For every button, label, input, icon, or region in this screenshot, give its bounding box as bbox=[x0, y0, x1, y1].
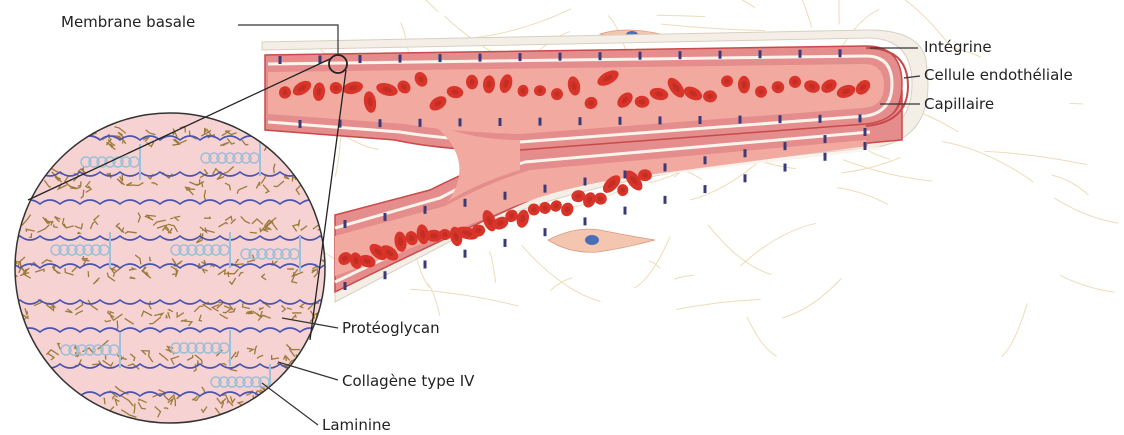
integrin-marker bbox=[744, 174, 747, 182]
integrin-marker bbox=[344, 220, 347, 228]
integrin-marker bbox=[784, 142, 787, 150]
fibroblast-cell bbox=[548, 229, 655, 252]
integrin-marker bbox=[704, 185, 707, 193]
integrin-marker bbox=[839, 49, 842, 57]
integrin-marker bbox=[679, 51, 682, 59]
integrin-marker bbox=[459, 118, 462, 126]
label-collagene: Collagène type IV bbox=[342, 372, 474, 390]
integrin-marker bbox=[539, 118, 542, 126]
leader-membrane-basale bbox=[238, 25, 338, 55]
integrin-marker bbox=[479, 54, 482, 62]
integrin-marker bbox=[664, 163, 667, 171]
integrin-marker bbox=[759, 50, 762, 58]
label-membrane-basale: Membrane basale bbox=[61, 13, 195, 31]
integrin-marker bbox=[424, 206, 427, 214]
integrin-marker bbox=[579, 117, 582, 125]
integrin-marker bbox=[719, 51, 722, 59]
integrin-marker bbox=[504, 192, 507, 200]
label-laminine: Laminine bbox=[322, 416, 391, 434]
integrin-marker bbox=[299, 120, 302, 128]
integrin-marker bbox=[584, 217, 587, 225]
integrin-marker bbox=[619, 117, 622, 125]
integrin-marker bbox=[824, 135, 827, 143]
red-blood-cell bbox=[559, 201, 575, 218]
integrin-marker bbox=[659, 116, 662, 124]
integrin-marker bbox=[399, 55, 402, 63]
integrin-marker bbox=[519, 53, 522, 61]
integrin-marker bbox=[819, 115, 822, 123]
integrin-marker bbox=[499, 118, 502, 126]
integrin-marker bbox=[864, 128, 867, 136]
integrin-marker bbox=[799, 50, 802, 58]
integrin-marker bbox=[544, 185, 547, 193]
magnified-inset bbox=[0, 113, 360, 423]
label-capillaire: Capillaire bbox=[924, 95, 994, 113]
integrin-marker bbox=[639, 52, 642, 60]
red-blood-cell bbox=[593, 191, 608, 206]
label-proteoglycan: Protéoglycan bbox=[342, 319, 440, 337]
integrin-marker bbox=[464, 250, 467, 258]
integrin-marker bbox=[599, 52, 602, 60]
integrin-marker bbox=[584, 178, 587, 186]
integrin-marker bbox=[439, 54, 442, 62]
integrin-marker bbox=[624, 170, 627, 178]
integrin-marker bbox=[559, 53, 562, 61]
label-cellule-endotheliale: Cellule endothéliale bbox=[924, 66, 1073, 84]
red-blood-cell bbox=[617, 184, 628, 196]
integrin-marker bbox=[424, 260, 427, 268]
integrin-marker bbox=[279, 56, 282, 64]
integrin-marker bbox=[504, 239, 507, 247]
leader-collagene bbox=[278, 362, 338, 380]
integrin-marker bbox=[739, 116, 742, 124]
integrin-marker bbox=[704, 156, 707, 164]
integrin-marker bbox=[784, 164, 787, 172]
integrin-marker bbox=[419, 119, 422, 127]
inset-background bbox=[15, 113, 325, 423]
integrin-marker bbox=[384, 271, 387, 279]
integrin-marker bbox=[744, 149, 747, 157]
integrin-marker bbox=[544, 228, 547, 236]
integrin-marker bbox=[379, 119, 382, 127]
integrin-marker bbox=[779, 115, 782, 123]
integrin-marker bbox=[824, 153, 827, 161]
integrin-marker bbox=[384, 213, 387, 221]
integrin-marker bbox=[344, 282, 347, 290]
integrin-marker bbox=[864, 142, 867, 150]
integrin-marker bbox=[699, 116, 702, 124]
integrin-marker bbox=[319, 56, 322, 64]
label-integrine: Intégrine bbox=[924, 38, 992, 56]
integrin-marker bbox=[624, 207, 627, 215]
integrin-marker bbox=[359, 55, 362, 63]
integrin-marker bbox=[464, 199, 467, 207]
integrin-marker bbox=[664, 196, 667, 204]
integrin-marker bbox=[859, 114, 862, 122]
leader-laminine bbox=[262, 383, 318, 425]
